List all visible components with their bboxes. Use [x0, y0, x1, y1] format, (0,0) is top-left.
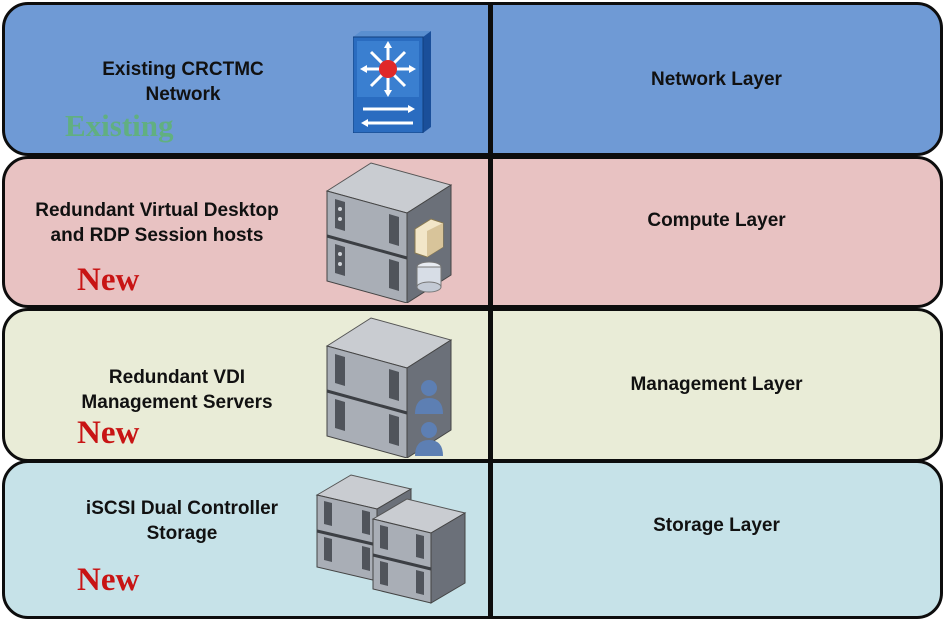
row-description: Existing CRCTMC Network [73, 57, 293, 107]
description-line: iSCSI Dual Controller [85, 498, 279, 519]
description-line: Network [145, 84, 221, 105]
column-divider [488, 463, 493, 616]
column-divider [488, 159, 493, 305]
new-tag: New [77, 562, 140, 598]
column-divider [488, 311, 493, 459]
description-line: Redundant VDI [108, 367, 246, 388]
row-description: Redundant Virtual Desktop and RDP Sessio… [17, 198, 297, 248]
storage-layer-row: iSCSI Dual Controller Storage New Storag… [2, 460, 943, 619]
existing-tag: Existing [65, 108, 174, 143]
management-server-icon [325, 317, 453, 458]
description-line: Storage [146, 523, 218, 544]
management-layer-row: Redundant VDI Management Servers New Man… [2, 308, 943, 462]
description-line: Management Servers [81, 392, 273, 413]
layer-label: Management Layer [630, 374, 803, 395]
new-tag: New [77, 262, 140, 298]
description-line: and RDP Session hosts [50, 225, 264, 246]
server-rack-icon [325, 162, 453, 303]
layer-label: Compute Layer [647, 210, 786, 231]
column-divider [488, 5, 493, 153]
compute-layer-row: Redundant Virtual Desktop and RDP Sessio… [2, 156, 943, 308]
description-line: Existing CRCTMC [102, 59, 264, 80]
layer-label: Network Layer [651, 69, 782, 90]
description-line: Redundant Virtual Desktop [35, 200, 279, 221]
row-description: Redundant VDI Management Servers [67, 365, 287, 415]
storage-array-icon [315, 474, 467, 604]
network-switch-icon [353, 31, 431, 133]
new-tag: New [77, 415, 140, 451]
layer-label: Storage Layer [653, 515, 780, 536]
row-description: iSCSI Dual Controller Storage [67, 496, 297, 546]
network-layer-row: Existing CRCTMC Network Existing Network… [2, 2, 943, 156]
